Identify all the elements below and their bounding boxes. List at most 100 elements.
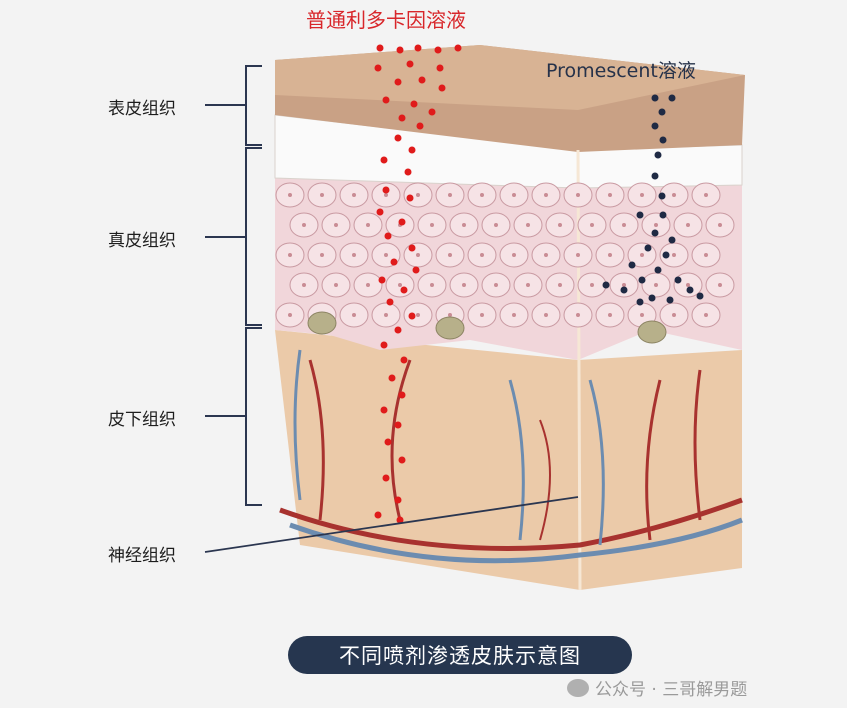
lidocaine-dot <box>374 511 382 519</box>
promescent-dot <box>651 172 659 180</box>
cell-nucleus <box>416 253 420 257</box>
promescent-dot <box>668 236 676 244</box>
lidocaine-dot <box>406 60 414 68</box>
lidocaine-dot <box>436 64 444 72</box>
cell-nucleus <box>704 313 708 317</box>
cell-nucleus <box>654 283 658 287</box>
lidocaine-dot <box>400 356 408 364</box>
cell-nucleus <box>366 283 370 287</box>
cell-nucleus <box>654 223 658 227</box>
lidocaine-dot <box>398 114 406 122</box>
lidocaine-dot <box>398 391 406 399</box>
cell-nucleus <box>544 193 548 197</box>
lidocaine-dot <box>400 286 408 294</box>
cell-nucleus <box>480 193 484 197</box>
cell-nucleus <box>718 283 722 287</box>
gland-cell <box>435 316 465 340</box>
promescent-dot <box>644 244 652 252</box>
cell-nucleus <box>320 253 324 257</box>
vessel <box>588 379 605 546</box>
cell-nucleus <box>398 283 402 287</box>
vessel <box>539 419 551 541</box>
lidocaine-dot <box>388 374 396 382</box>
cell-nucleus <box>672 193 676 197</box>
promescent-dot <box>651 94 659 102</box>
cell-nucleus <box>526 223 530 227</box>
cell-nucleus <box>288 253 292 257</box>
lidocaine-dot <box>398 456 406 464</box>
promescent-dot <box>602 281 610 289</box>
cell-nucleus <box>480 313 484 317</box>
cell-nucleus <box>686 283 690 287</box>
cell-nucleus <box>320 193 324 197</box>
promescent-dot <box>659 136 667 144</box>
cell-nucleus <box>384 313 388 317</box>
lidocaine-dot <box>406 194 414 202</box>
promescent-dot <box>686 286 694 294</box>
vessel <box>293 349 302 501</box>
lidocaine-dot <box>386 298 394 306</box>
cell-nucleus <box>352 193 356 197</box>
watermark: 公众号 · 三哥解男题 <box>567 675 747 700</box>
promescent-dot <box>651 229 659 237</box>
vessel <box>508 379 525 541</box>
cell-nucleus <box>430 283 434 287</box>
lidocaine-dot <box>384 438 392 446</box>
lidocaine-dot <box>404 168 412 176</box>
lidocaine-dot <box>394 421 402 429</box>
cell-nucleus <box>558 223 562 227</box>
vessel <box>289 517 743 564</box>
cell-nucleus <box>640 253 644 257</box>
lidocaine-dot <box>394 496 402 504</box>
label-dermis: 真皮组织 <box>108 231 176 251</box>
cell-nucleus <box>512 193 516 197</box>
cell-nucleus <box>576 313 580 317</box>
watermark-text: 公众号 · 三哥解男题 <box>595 680 748 700</box>
lidocaine-dot <box>394 78 402 86</box>
cell-nucleus <box>288 313 292 317</box>
cell-nucleus <box>640 313 644 317</box>
lidocaine-dot <box>384 232 392 240</box>
lidocaine-dot <box>408 244 416 252</box>
cell-nucleus <box>430 223 434 227</box>
promescent-dot <box>651 122 659 130</box>
promescent-dot <box>658 108 666 116</box>
cell-nucleus <box>512 313 516 317</box>
cell-nucleus <box>704 253 708 257</box>
promescent-dot <box>620 286 628 294</box>
lidocaine-dot <box>374 64 382 72</box>
promescent-dot <box>636 211 644 219</box>
cell-nucleus <box>302 283 306 287</box>
cell-nucleus <box>462 223 466 227</box>
epidermis-top-surface <box>275 45 745 110</box>
lidocaine-dot <box>394 326 402 334</box>
lidocaine-dots <box>374 44 462 524</box>
cell-nucleus <box>494 283 498 287</box>
cell-nucleus <box>704 193 708 197</box>
promescent-dot <box>658 192 666 200</box>
lidocaine-dot <box>396 46 404 54</box>
lidocaine-dot <box>382 186 390 194</box>
wechat-icon <box>567 678 589 697</box>
promescent-dots <box>602 94 704 306</box>
lidocaine-dot <box>378 276 386 284</box>
cell-nucleus <box>608 313 612 317</box>
cell-nucleus <box>672 313 676 317</box>
cell-nucleus <box>608 253 612 257</box>
promescent-dot <box>668 94 676 102</box>
cell-nucleus <box>622 283 626 287</box>
cell-nucleus <box>576 193 580 197</box>
cell-nucleus <box>558 283 562 287</box>
promescent-solution-label: Promescent溶液 <box>546 60 696 82</box>
block-edge <box>576 149 582 591</box>
label-nerve: 神经组织 <box>108 546 176 566</box>
lidocaine-dot <box>414 44 422 52</box>
cell-nucleus <box>640 193 644 197</box>
cell-nucleus <box>384 193 388 197</box>
promescent-dot <box>628 261 636 269</box>
lidocaine-dot <box>382 96 390 104</box>
lidocaine-dot <box>380 156 388 164</box>
lidocaine-dot <box>410 100 418 108</box>
promescent-dot <box>648 294 656 302</box>
